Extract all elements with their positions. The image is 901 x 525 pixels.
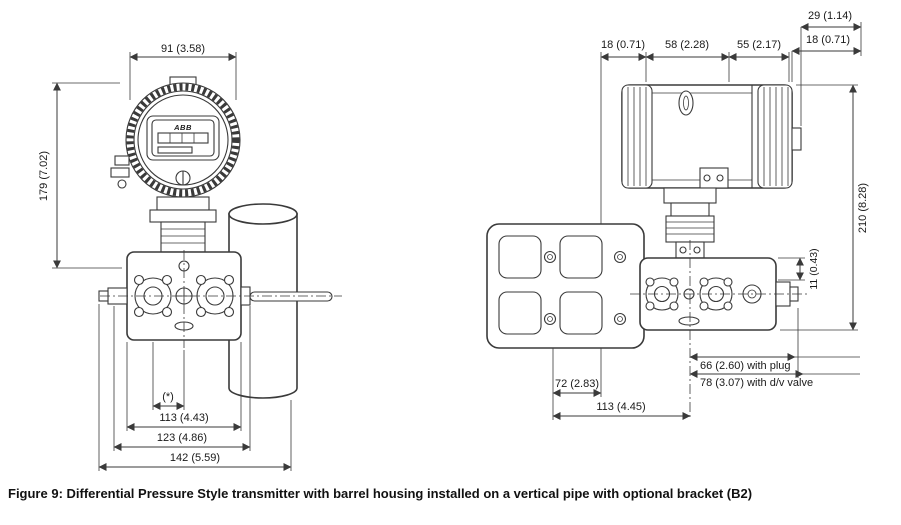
dim-cover-plug-group: 18 (0.71) [791, 34, 862, 82]
dim-bottom-mid: 123 (4.86) [157, 432, 207, 444]
dim-top-18-left: 18 (0.71) [601, 39, 645, 51]
dim-height-left-group: 179 (7.02) [38, 82, 122, 269]
dim-18-right: 18 (0.71) [806, 34, 850, 46]
dim-bracket-holes-group: 72 (2.83) [552, 348, 602, 420]
dim-height-right: 210 (8.28) [857, 183, 869, 233]
side-view: 18 (0.71) 58 (2.28) 55 (2.17) 29 (1.14) … [486, 10, 869, 420]
dim-star: (*) [162, 391, 174, 403]
note-plug: 66 (2.60) with plug [700, 360, 791, 372]
dim-plug-notes-group: 66 (2.60) with plug 78 (3.07) with d/v v… [689, 308, 860, 389]
dim-top-row-group: 18 (0.71) 58 (2.28) 55 (2.17) [600, 39, 790, 224]
vertical-pipe [228, 203, 298, 399]
dim-bracket-center-group: 113 (4.45) [552, 401, 691, 420]
brand-label: ABB [173, 123, 192, 132]
dim-height-left: 179 (7.02) [38, 151, 50, 201]
dim-11: 11 (0.43) [808, 248, 820, 289]
dim-top-58: 58 (2.28) [665, 39, 709, 51]
dim-width-top: 91 (3.58) [161, 43, 205, 55]
dim-bottom-outer: 142 (5.59) [170, 452, 220, 464]
front-view: ABB [38, 43, 342, 471]
figure-caption: Figure 9: Differential Pressure Style tr… [8, 486, 753, 501]
mounting-bracket [486, 223, 645, 349]
dim-72: 72 (2.83) [555, 378, 599, 390]
dim-star-group: (*) [152, 342, 185, 410]
dim-top-55: 55 (2.17) [737, 39, 781, 51]
dim-bottom-mid-group: 123 (4.86) [113, 306, 251, 451]
barrel-housing [621, 84, 802, 189]
note-valve: 78 (3.07) with d/v valve [700, 377, 813, 389]
dim-height-right-group: 210 (8.28) [780, 84, 869, 331]
dim-bottom-outer-group: 142 (5.59) [98, 304, 292, 471]
dim-port-offset-group: 11 (0.43) [778, 248, 820, 290]
sensor-neck [149, 196, 217, 253]
dim-bottom-inner-group: 113 (4.43) [126, 342, 242, 431]
dim-29: 29 (1.14) [808, 10, 852, 22]
dim-bottom-inner: 113 (4.43) [159, 412, 208, 424]
technical-drawing: ABB [38, 10, 869, 471]
transmitter-head: ABB [110, 76, 241, 198]
dim-cover-depth-group: 29 (1.14) [800, 10, 862, 126]
dim-width-top-group: 91 (3.58) [129, 43, 237, 100]
dim-113-right: 113 (4.45) [596, 401, 645, 413]
sensor-neck-side [663, 187, 717, 259]
